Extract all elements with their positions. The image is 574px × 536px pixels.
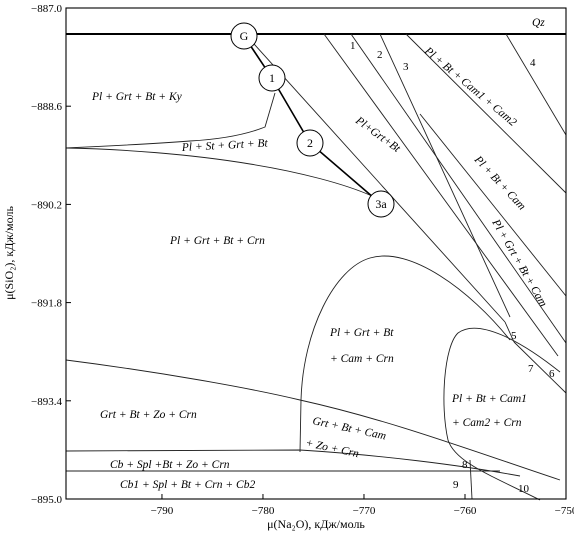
- pt-path: [243, 35, 382, 205]
- point-g-marker: [230, 22, 258, 50]
- field-cam1-cam2: Pl + Bt + Cam1 + Cam2: [421, 44, 518, 129]
- field-cam2-b: + Cam2 + Crn: [452, 417, 522, 429]
- field-number-9: 9: [453, 479, 459, 491]
- y-tick-label: −887.0: [31, 3, 62, 15]
- field-ky: Pl + Grt + Bt + Ky: [91, 91, 183, 103]
- st-crn-boundary: [65, 147, 373, 197]
- y-tick-label: −890.2: [31, 199, 62, 211]
- field-qz: Qz: [532, 17, 545, 29]
- x-tick-label: −770: [353, 505, 376, 517]
- field-grt-cam: Pl + Grt + Bt + Cam: [489, 217, 549, 309]
- point-markers: G 1 2 3a: [230, 22, 395, 218]
- reaction-line-3: [405, 33, 567, 194]
- x-tick-label: −750: [555, 505, 574, 517]
- field-zo-crn: Grt + Bt + Zo + Crn: [100, 409, 197, 421]
- zo-boundary: [65, 359, 561, 481]
- x-axis-label: μ(Na₂O), кДж/моль: [267, 517, 365, 531]
- plot-frame: [65, 7, 567, 500]
- field-number-5: 5: [511, 330, 517, 342]
- field-st: Pl + St + Grt + Bt: [181, 137, 269, 154]
- y-tick-label: −895.0: [31, 494, 62, 506]
- field-cam2-a: Pl + Bt + Cam1: [451, 393, 527, 405]
- field-number-3: 3: [403, 61, 409, 73]
- field-boundaries: [65, 33, 567, 501]
- field-number-6: 6: [549, 368, 555, 380]
- reaction-line-main: [244, 33, 506, 323]
- y-ticks: −887.0 −888.6 −890.2 −891.8 −893.4 −895.0: [31, 3, 71, 506]
- cb-boundary: [65, 449, 521, 477]
- field-number-7: 7: [528, 363, 534, 375]
- field-cam-crn-b: + Cam + Crn: [330, 353, 394, 365]
- field-number-10: 10: [518, 483, 530, 495]
- point-1-marker: [258, 64, 286, 92]
- ky-st-boundary: [65, 92, 276, 149]
- reaction-line-4: [505, 33, 567, 136]
- line-9: [469, 459, 473, 500]
- y-tick-label: −891.8: [31, 298, 62, 310]
- point-2-marker: [296, 129, 324, 157]
- x-tick-label: −790: [151, 505, 174, 517]
- point-3a-label: 3a: [375, 197, 387, 211]
- cam2-loop: [443, 327, 561, 501]
- field-number-4: 4: [530, 57, 536, 69]
- x-tick-label: −780: [252, 505, 275, 517]
- cam-crn-dome: [299, 255, 511, 453]
- reaction-line-cam: [419, 113, 567, 297]
- field-zo-cam-b: + Zo + Crn: [304, 437, 360, 460]
- y-axis-label: μ(SiO₂), кДж/моль: [2, 206, 16, 300]
- reaction-line-1: [323, 33, 559, 357]
- wedge-7-edge: [513, 341, 567, 394]
- field-cam-crn-a: Pl + Grt + Bt: [329, 327, 394, 339]
- field-cb1-cb2: Cb1 + Spl + Bt + Crn + Cb2: [120, 479, 255, 491]
- field-pl-grt-bt: Pl+Grt+Bt: [352, 114, 403, 155]
- y-tick-label: −888.6: [31, 101, 62, 113]
- point-g-label: G: [240, 29, 249, 43]
- field-number-2: 2: [377, 49, 383, 61]
- point-3a-marker: [367, 190, 395, 218]
- field-labels: Qz Pl + Grt + Bt + Ky Pl + St + Grt + Bt…: [91, 17, 549, 491]
- y-tick-label: −893.4: [31, 396, 62, 408]
- reaction-line-3b: [379, 33, 511, 318]
- reaction-line-2: [350, 33, 567, 344]
- x-ticks: −790 −780 −770 −760 −750: [151, 494, 574, 517]
- field-number-8: 8: [462, 459, 468, 471]
- point-1-label: 1: [269, 71, 275, 85]
- field-pl-bt-cam: Pl + Bt + Cam: [471, 153, 528, 213]
- point-2-label: 2: [307, 136, 313, 150]
- wedge-5-edge: [504, 321, 515, 343]
- field-crn: Pl + Grt + Bt + Crn: [169, 235, 265, 247]
- field-cb-spl: Cb + Spl +Bt + Zo + Crn: [110, 459, 230, 471]
- field-number-1: 1: [350, 40, 356, 52]
- x-tick-label: −760: [454, 505, 477, 517]
- numbered-fields: 1 2 3 4 5 6 7 8 9 10: [350, 40, 555, 495]
